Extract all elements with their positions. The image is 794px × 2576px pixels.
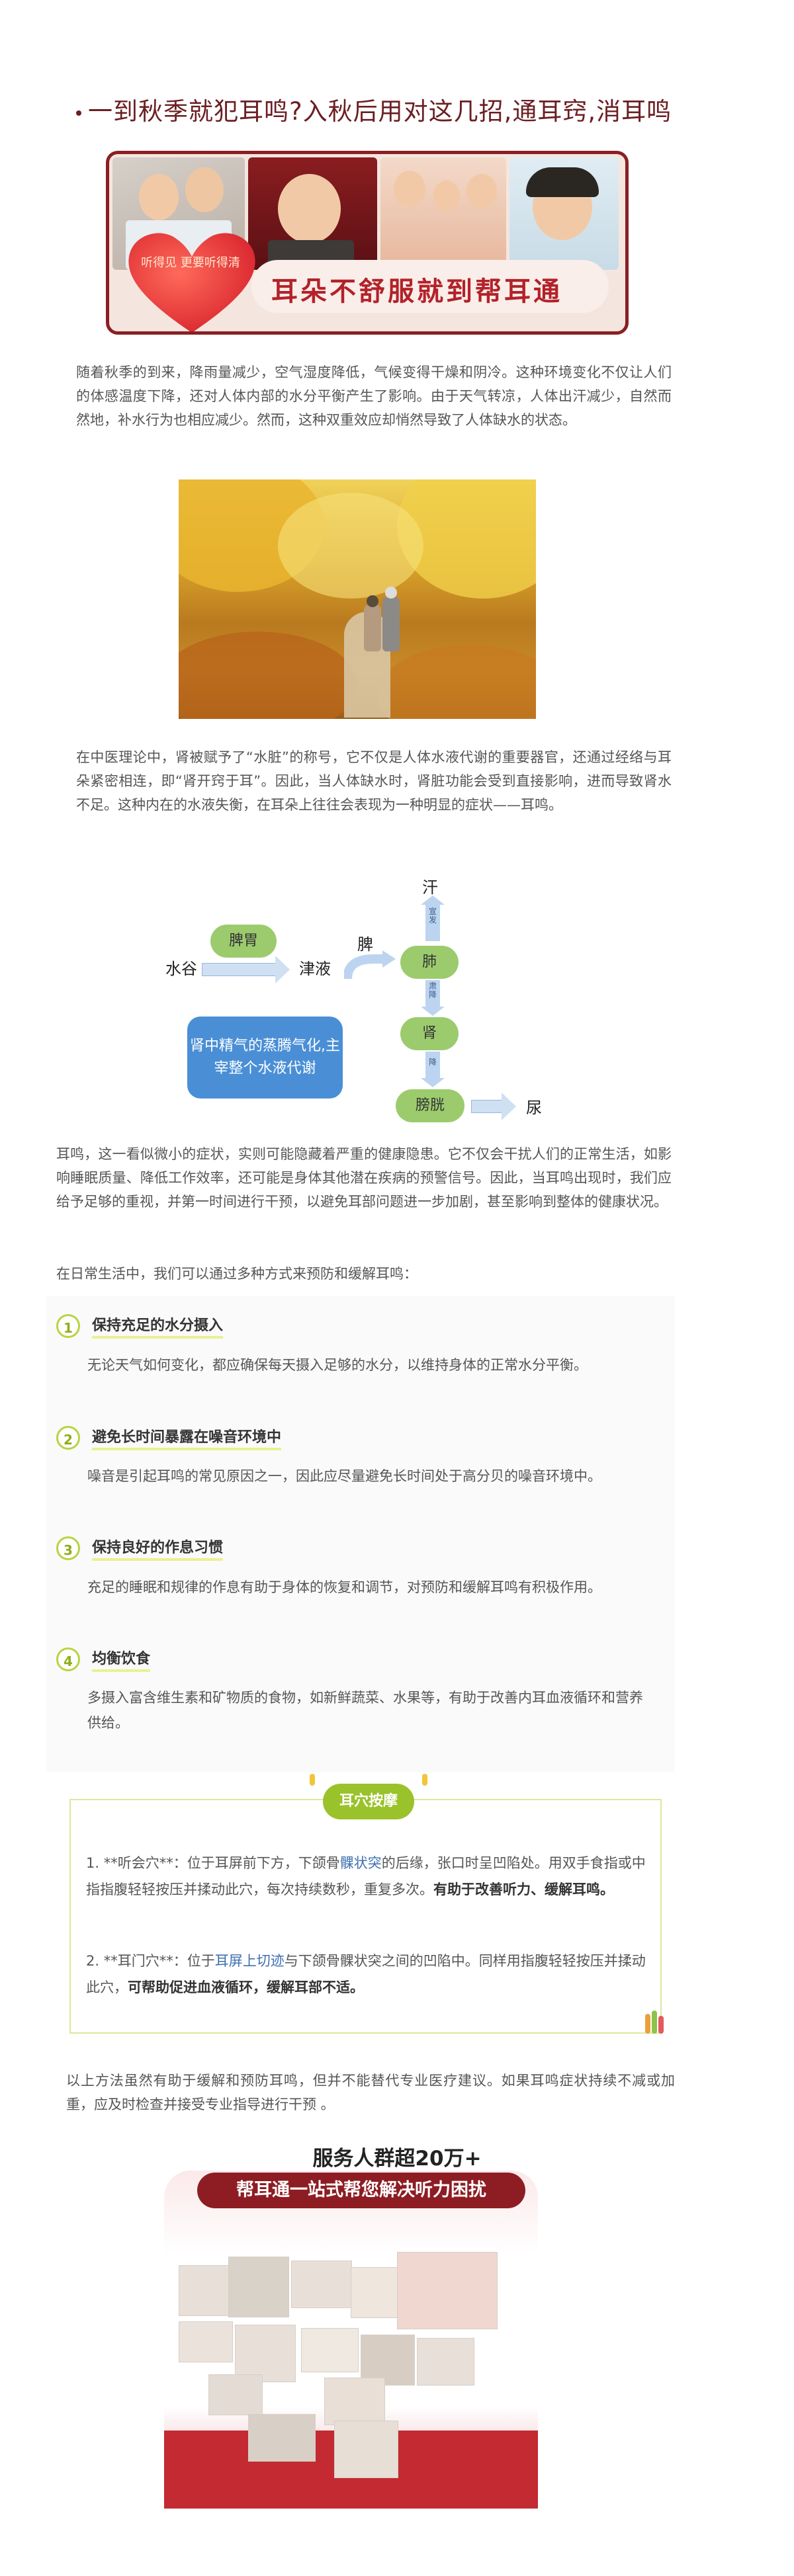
customer-photo — [291, 2261, 352, 2308]
arrow-right-icon — [202, 956, 290, 983]
node-kidney: 肾 — [400, 1017, 459, 1050]
label-disperse: 宣发 — [428, 907, 437, 925]
banner-photo-family — [380, 157, 506, 270]
customer-photo — [179, 2265, 233, 2316]
acupoint-badge: 耳穴按摩 — [323, 1784, 414, 1819]
tip-body: 多摄入富含维生素和矿物质的食物，如新鲜蔬菜、水果等，有助于改善内耳血液循环和营养… — [87, 1690, 643, 1731]
intro-paragraph: 随着秋季的到来，降雨量减少，空气湿度降低，气候变得干燥和阴冷。这种环境变化不仅让… — [76, 364, 672, 428]
tip-number-badge: 4 — [56, 1647, 80, 1671]
tips-intro: 在日常生活中，我们可以通过多种方式来预防和缓解耳鸣： — [56, 1266, 418, 1282]
node-spleen: 脾 — [357, 935, 373, 954]
tip-2-header: 2 避免长时间暴露在噪音环境中 — [56, 1425, 282, 1450]
slogan-bar — [251, 260, 609, 313]
article-title: 一到秋季就犯耳鸣?入秋后用对这几招,通耳窍,消耳鸣 — [76, 91, 738, 127]
customer-photo — [228, 2257, 289, 2317]
autumn-park-photo — [179, 479, 536, 719]
tip-body: 无论天气如何变化，都应确保每天摄入足够的水分，以维持身体的正常水分平衡。 — [87, 1357, 588, 1373]
tip-title: 保持良好的作息习惯 — [92, 1536, 224, 1561]
tip-title: 均衡饮食 — [92, 1647, 151, 1672]
disclaimer-paragraph: 以上方法虽然有助于缓解和预防耳鸣，但并不能替代专业医疗建议。如果耳鸣症状持续不减… — [66, 2073, 675, 2112]
tip-4-header: 4 均衡饮食 — [56, 1647, 151, 1672]
tcm-paragraph: 在中医理论中，肾被赋予了“水脏”的称号，它不仅是人体水液代谢的重要器官，还通过经… — [76, 749, 672, 813]
tip-3-header: 3 保持良好的作息习惯 — [56, 1536, 224, 1561]
promo-banner[interactable]: 听得见 更要听得清 耳朵不舒服就到帮耳通 — [106, 151, 629, 335]
acupoint-box — [69, 1799, 662, 2034]
customer-photo — [361, 2335, 415, 2386]
arrow-down-icon-2 — [421, 1052, 445, 1087]
tip-number-badge: 2 — [56, 1426, 80, 1450]
customer-photo — [248, 2414, 316, 2462]
banner-photo-old-man — [248, 157, 377, 270]
kidney-note-box: 肾中精气的蒸腾气化,主宰整个水液代谢 — [187, 1017, 343, 1099]
tinnitus-paragraph: 耳鸣，这一看似微小的症状，实则可能隐藏着严重的健康隐患。它不仅会干扰人们的正常生… — [56, 1146, 672, 1210]
customer-photo — [235, 2325, 296, 2382]
arrow-up-icon — [421, 895, 445, 941]
service-title: 服务人群超20万+ — [312, 2147, 482, 2171]
diagram-sweat: 汗 — [422, 878, 438, 897]
tip-body: 噪音是引起耳鸣的常见原因之一，因此应尽量避免长时间处于高分贝的噪音环境中。 — [87, 1468, 601, 1484]
heart-icon — [128, 233, 255, 331]
banner-photo-woman — [509, 157, 619, 270]
bullet-dot-icon — [76, 110, 81, 116]
node-water-grain: 水谷 — [165, 960, 197, 978]
tip-number-badge: 1 — [56, 1314, 80, 1338]
curved-arrow-icon — [344, 950, 396, 979]
link-condyle[interactable]: 髁状突 — [339, 1855, 382, 1871]
customer-photo — [301, 2328, 359, 2372]
link-tragus-notch[interactable]: 耳屏上切迹 — [214, 1953, 285, 1969]
decor-strip — [310, 1774, 315, 1786]
tip-title: 保持充足的水分摄入 — [92, 1313, 224, 1339]
water-metabolism-diagram: 汗 宣发 脾胃 水谷 津液 脾 肺 肃降 肾 降 膀胱 尿 — [0, 866, 794, 1131]
customer-photo — [208, 2374, 263, 2415]
decor-strip — [422, 1774, 427, 1786]
tip-title: 避免长时间暴露在噪音环境中 — [92, 1425, 282, 1450]
arrow-right-icon-2 — [471, 1093, 516, 1120]
customer-photo — [179, 2321, 233, 2362]
label-descend-2: 降 — [428, 1058, 437, 1067]
acupoint-item-1: 1. **听会穴**：位于耳屏前下方，下颌骨髁状突的后缘，张口时呈凹陷处。用双手… — [86, 1855, 646, 1897]
acupoint-item-2: 2. **耳门穴**：位于耳屏上切迹与下颌骨髁状突之间的凹陷中。同样用指腹轻轻按… — [86, 1953, 646, 1995]
node-lung: 肺 — [400, 946, 459, 979]
node-bladder: 膀胱 — [396, 1089, 464, 1122]
banner-badge-text: 听得见 更要听得清 — [141, 256, 240, 270]
service-subtitle: 帮耳通一站式帮您解决听力困扰 — [197, 2173, 525, 2208]
tip-number-badge: 3 — [56, 1536, 80, 1560]
arrow-down-icon — [421, 980, 445, 1016]
customer-photo — [334, 2421, 398, 2478]
banner-slogan: 耳朵不舒服就到帮耳通 — [271, 276, 562, 307]
books-icon — [645, 2011, 664, 2034]
label-descend: 肃降 — [428, 981, 437, 999]
tip-1-header: 1 保持充足的水分摄入 — [56, 1313, 224, 1339]
node-body-fluid: 津液 — [299, 960, 331, 978]
customer-photo — [324, 2378, 385, 2425]
tip-body: 充足的睡眠和规律的作息有助于身体的恢复和调节，对预防和缓解耳鸣有积极作用。 — [87, 1579, 601, 1595]
customer-photo — [351, 2267, 405, 2318]
node-urine: 尿 — [526, 1099, 542, 1117]
customer-photo — [397, 2252, 498, 2329]
node-spleen-stomach: 脾胃 — [210, 925, 277, 958]
tips-section — [46, 1296, 675, 1772]
customer-photo — [417, 2338, 474, 2386]
